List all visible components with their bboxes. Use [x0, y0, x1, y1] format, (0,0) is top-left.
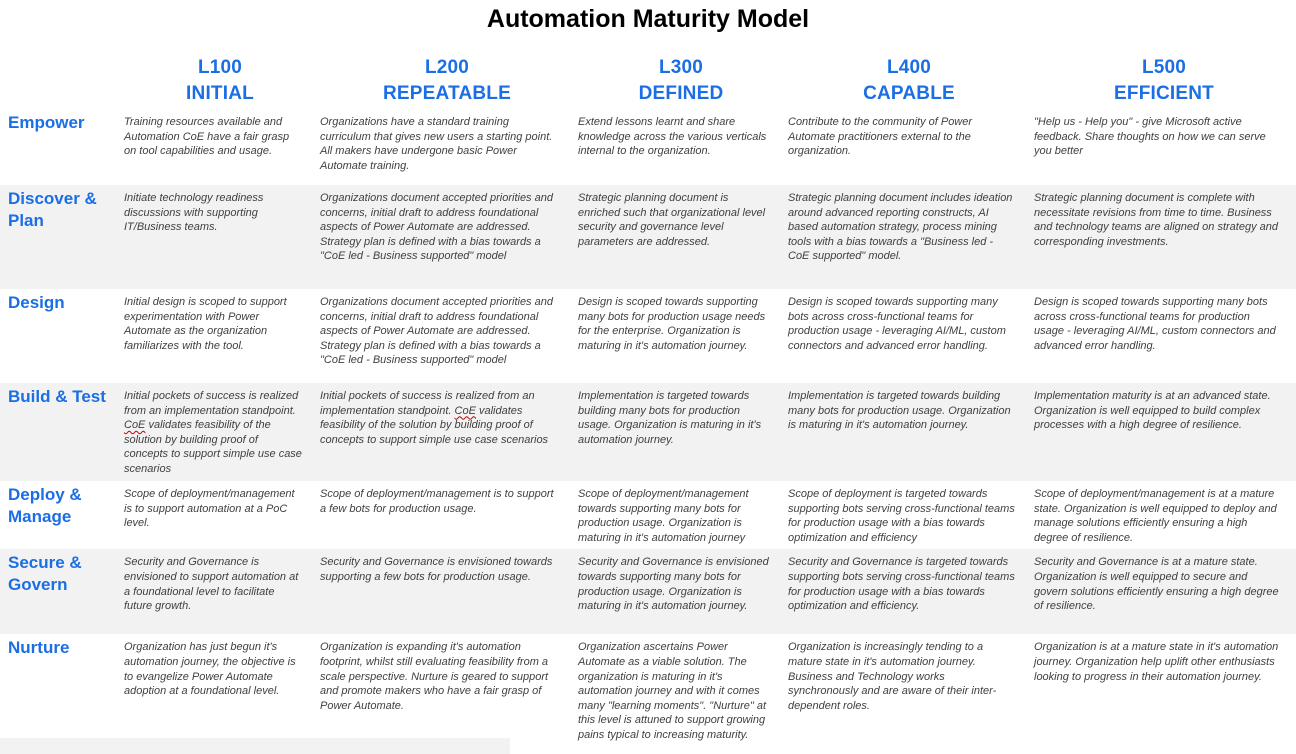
cell-text-segment: Initial pockets of success is realized f…	[320, 390, 535, 417]
cell-discover-plan-l300: Strategic planning document is enriched …	[578, 192, 766, 248]
cell-secure-govern-l400: Security and Governance is targeted towa…	[788, 556, 1015, 613]
cell-secure-govern-l100: Security and Governance is envisioned to…	[124, 556, 299, 613]
col-name-label: EFFICIENT	[1114, 83, 1214, 104]
cell-nurture-l400: Organization is increasingly tending to …	[788, 641, 997, 712]
partial-next-row-band	[0, 738, 510, 754]
cell-build-test-l500: Implementation maturity is at an advance…	[1034, 390, 1271, 432]
col-header-l400: L400 CAPABLE	[786, 55, 1032, 109]
cell-empower-l200: Organizations have a standard training c…	[320, 116, 553, 172]
col-header-l300: L300 DEFINED	[576, 55, 786, 109]
cell-design-l100: Initial design is scoped to support expe…	[124, 296, 287, 352]
table-row-nurture: Nurture Organization has just begun it's …	[0, 634, 1296, 746]
col-header-l200: L200 REPEATABLE	[318, 55, 576, 109]
cell-design-l200: Organizations document accepted prioriti…	[320, 296, 553, 367]
col-level-label: L400	[886, 57, 932, 78]
cell-deploy-manage-l200: Scope of deployment/management is to sup…	[320, 488, 554, 515]
cell-design-l400: Design is scoped towards supporting many…	[788, 296, 1006, 352]
cell-empower-l300: Extend lessons learnt and share knowledg…	[578, 116, 767, 158]
row-label-nurture: Nurture	[8, 638, 70, 658]
cell-discover-plan-l500: Strategic planning document is complete …	[1034, 192, 1278, 248]
cell-deploy-manage-l100: Scope of deployment/management is to sup…	[124, 488, 295, 530]
cell-secure-govern-l500: Security and Governance is at a mature s…	[1034, 556, 1279, 613]
col-header-l500: L500 EFFICIENT	[1032, 55, 1296, 109]
table-row-discover-plan: Discover & Plan Initiate technology readi…	[0, 185, 1296, 289]
spellcheck-flagged-term: CoE	[454, 404, 476, 417]
maturity-table: L100 INITIAL L200 REPEATABLE L300 DEFINE…	[0, 55, 1296, 747]
table-row-deploy-manage: Deploy & Manage Scope of deployment/manag…	[0, 481, 1296, 549]
cell-text-segment: validates feasibility of the solution by…	[320, 404, 549, 446]
row-label-design: Design	[8, 293, 65, 312]
cell-secure-govern-l200: Security and Governance is envisioned to…	[320, 556, 553, 583]
col-name-label: CAPABLE	[863, 83, 955, 104]
col-name-label: DEFINED	[638, 83, 724, 104]
col-level-label: L200	[424, 57, 470, 78]
page-title: Automation Maturity Model	[486, 5, 810, 33]
cell-discover-plan-l400: Strategic planning document includes ide…	[788, 192, 1013, 263]
col-name-label: REPEATABLE	[383, 83, 511, 104]
cell-discover-plan-l200: Organizations document accepted prioriti…	[320, 192, 553, 263]
col-header-l100: L100 INITIAL	[122, 55, 318, 109]
cell-text-segment: Initial pockets of success is realized f…	[124, 390, 299, 417]
row-label-discover-plan: Discover & Plan	[8, 189, 97, 230]
cell-secure-govern-l300: Security and Governance is envisioned to…	[578, 556, 769, 613]
cell-nurture-l300: Organization ascertains Power Automate a…	[578, 641, 767, 741]
cell-nurture-l500: Organization is at a mature state in it'…	[1034, 641, 1279, 683]
row-label-deploy-manage: Deploy & Manage	[8, 485, 82, 526]
cell-build-test-l300: Implementation is targeted towards build…	[578, 390, 762, 446]
row-label-secure-govern: Secure & Govern	[8, 553, 82, 595]
cell-deploy-manage-l400: Scope of deployment is targeted towards …	[788, 488, 1015, 544]
table-row-secure-govern: Secure & Govern Security and Governance i…	[0, 549, 1296, 635]
col-level-label: L300	[658, 57, 704, 78]
row-label-empower: Empower	[8, 113, 85, 132]
table-row-design: Design Initial design is scoped to suppor…	[0, 289, 1296, 383]
row-label-build-test: Build & Test	[8, 387, 106, 406]
corner-cell	[0, 55, 122, 109]
col-level-label: L500	[1141, 57, 1187, 78]
cell-empower-l100: Training resources available and Automat…	[124, 116, 290, 158]
cell-empower-l400: Contribute to the community of Power Aut…	[788, 116, 973, 158]
table-row-build-test: Build & Test Initial pockets of success i…	[0, 383, 1296, 481]
cell-deploy-manage-l500: Scope of deployment/management is at a m…	[1034, 488, 1277, 544]
cell-build-test-l100: Initial pockets of success is realized f…	[122, 383, 318, 481]
cell-build-test-l200: Initial pockets of success is realized f…	[318, 383, 576, 451]
col-name-label: INITIAL	[186, 83, 254, 104]
cell-design-l500: Design is scoped towards supporting many…	[1034, 296, 1276, 352]
cell-nurture-l200: Organization is expanding it's automatio…	[320, 641, 549, 712]
cell-build-test-l400: Implementation is targeted towards build…	[788, 390, 1011, 432]
cell-text-segment: validates feasibility of the solution by…	[124, 419, 302, 475]
table-row-empower: Empower Training resources available and …	[0, 109, 1296, 185]
cell-design-l300: Design is scoped towards supporting many…	[578, 296, 766, 352]
spellcheck-flagged-term: CoE	[124, 419, 146, 432]
cell-deploy-manage-l300: Scope of deployment/management towards s…	[578, 488, 749, 544]
cell-empower-l500: "Help us - Help you" - give Microsoft ac…	[1034, 116, 1266, 158]
cell-discover-plan-l100: Initiate technology readiness discussion…	[124, 192, 264, 234]
header-row: L100 INITIAL L200 REPEATABLE L300 DEFINE…	[0, 55, 1296, 109]
col-level-label: L100	[197, 57, 243, 78]
cell-nurture-l100: Organization has just begun it's automat…	[124, 641, 296, 698]
